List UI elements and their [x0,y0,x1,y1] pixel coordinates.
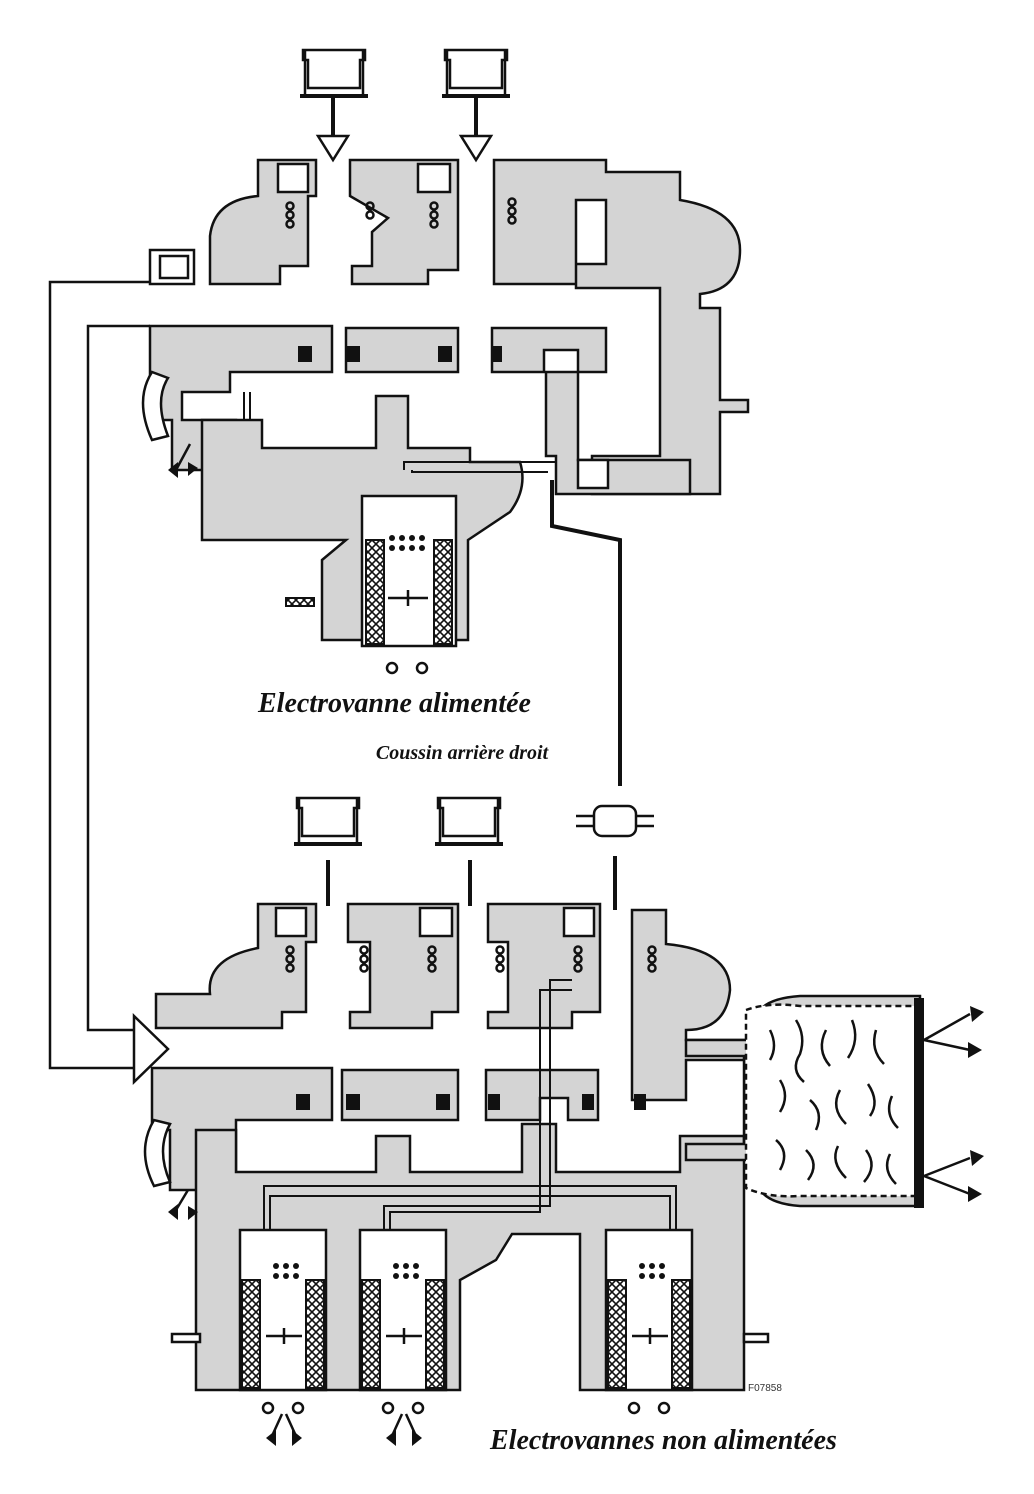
cushion-label: Coussin arrière droit [375,742,549,764]
bottom-connector-left [294,796,362,906]
figure-reference: F07858 [748,1383,782,1394]
bottom-valve-body [143,902,770,1415]
top-valve-body [141,158,750,675]
top-valve-label: Electrovanne alimentée [258,688,531,719]
supply-tube [48,280,170,1085]
control-wire [550,480,622,786]
filter-canister [684,994,984,1208]
top-connector-left [300,48,368,163]
bottom-valves-label: Electrovannes non alimentées [490,1425,837,1456]
top-connector-right [442,48,510,163]
bottom-connector-plug [576,804,654,910]
bottom-exhaust-arrows [266,1413,422,1446]
bottom-connector-cushion [435,796,503,906]
